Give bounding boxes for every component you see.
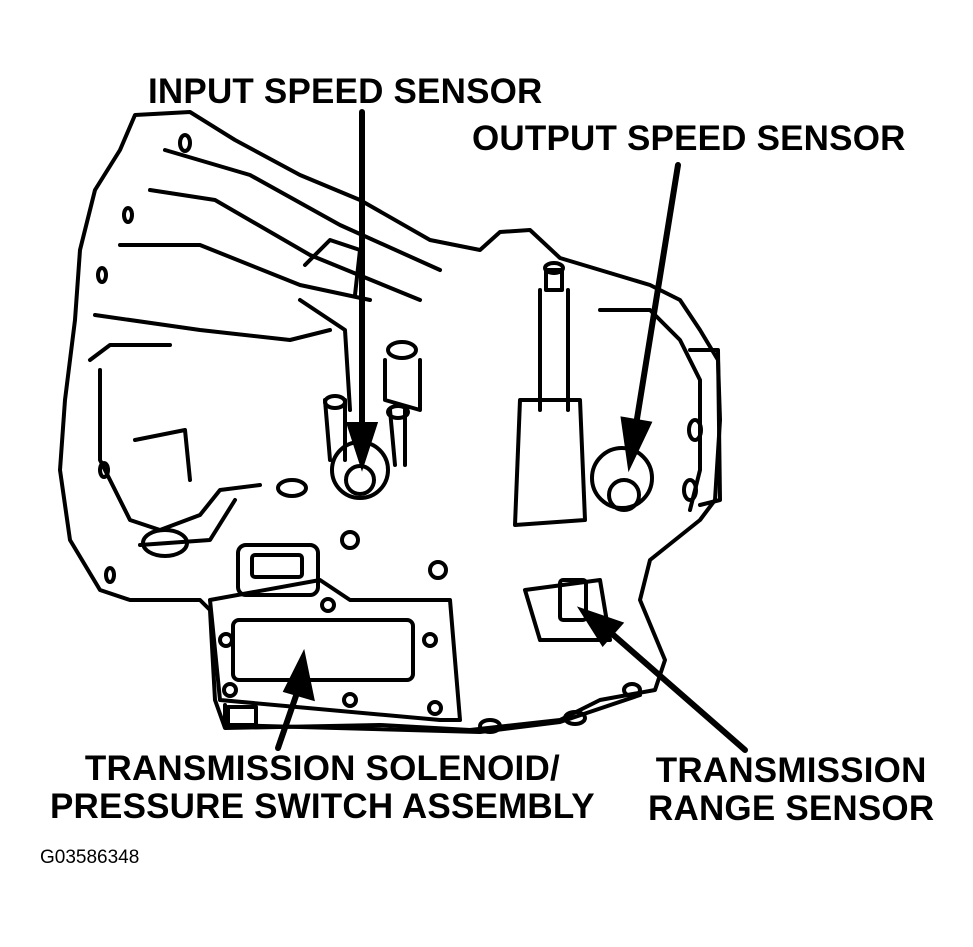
solenoid-connector-inner [250, 553, 304, 579]
sensor-post-cap [323, 394, 347, 410]
bolt [320, 597, 336, 613]
mount-hole [687, 418, 703, 442]
left-flange [98, 368, 262, 532]
solenoid-assembly-label: TRANSMISSION SOLENOID/ PRESSURE SWITCH A… [50, 750, 595, 826]
input-speed-sensor-core [344, 464, 376, 496]
extension-housing [598, 308, 702, 512]
boss [383, 358, 422, 412]
input-speed-sensor-label: INPUT SPEED SENSOR [148, 73, 543, 111]
solenoid-arrowhead [282, 648, 315, 702]
solenoid-assembly [208, 578, 462, 722]
upper-rib [298, 298, 352, 412]
bolt [218, 632, 234, 648]
output-shaft [538, 288, 570, 412]
upper-rib [303, 238, 362, 297]
range-sensor-connector [558, 578, 588, 622]
bolt [422, 632, 438, 648]
mount-hole [141, 528, 189, 558]
mount-hole [104, 566, 116, 584]
range-sensor-label: TRANSMISSION RANGE SENSOR [648, 752, 934, 828]
bolt [428, 560, 448, 580]
upper-rib [88, 343, 172, 362]
oil-pan-edge [223, 693, 642, 734]
range-label-line1: TRANSMISSION [655, 751, 927, 790]
solenoid-arrow [275, 687, 301, 751]
solenoid-recess [231, 618, 415, 682]
mount-hole [98, 461, 110, 479]
mount-hole [122, 206, 134, 224]
solenoid-label-line2: PRESSURE SWITCH ASSEMBLY [50, 787, 595, 826]
output-sensor-arrowhead [620, 416, 653, 473]
mount-hole [178, 133, 192, 153]
pan-bolt [563, 710, 587, 726]
sensor-post-cap [386, 404, 410, 420]
mount-hole [682, 478, 698, 502]
pan-bolt [622, 682, 642, 698]
input-speed-sensor-text: INPUT SPEED SENSOR [148, 72, 543, 111]
output-shaft-body [513, 398, 587, 527]
range-sensor-base [523, 578, 612, 642]
range-sensor-arrow [607, 629, 748, 753]
upper-rib [118, 243, 372, 302]
input-sensor-arrowhead [345, 422, 379, 472]
mount-hole [96, 266, 108, 284]
bolt [222, 682, 238, 698]
bolt [342, 692, 358, 708]
upper-rib [93, 313, 332, 342]
solenoid-label-line1: TRANSMISSION SOLENOID/ [84, 749, 560, 788]
solenoid-connector [236, 543, 320, 597]
output-speed-sensor-label: OUTPUT SPEED SENSOR [472, 120, 906, 158]
figure-id: G03586348 [40, 847, 140, 868]
boss-cap [386, 340, 418, 360]
sensor-post [323, 398, 407, 467]
output-shaft-cap [543, 261, 565, 275]
extension-housing [688, 348, 722, 507]
range-sensor-arrowhead [576, 606, 625, 647]
upper-rib [163, 148, 442, 272]
housing-outline [58, 110, 722, 732]
pan-tab [226, 705, 258, 727]
pan-bolt [478, 718, 502, 734]
output-speed-sensor-core [607, 478, 641, 512]
mount-hole [276, 478, 308, 498]
left-flange [138, 498, 237, 547]
left-flange [133, 428, 192, 482]
output-speed-sensor-text: OUTPUT SPEED SENSOR [472, 119, 906, 158]
bolt [427, 700, 443, 716]
output-shaft-top [544, 268, 564, 292]
output-sensor-arrow [633, 162, 681, 428]
range-label-line2: RANGE SENSOR [648, 789, 935, 828]
output-speed-sensor [590, 446, 654, 510]
bolt [340, 530, 360, 550]
